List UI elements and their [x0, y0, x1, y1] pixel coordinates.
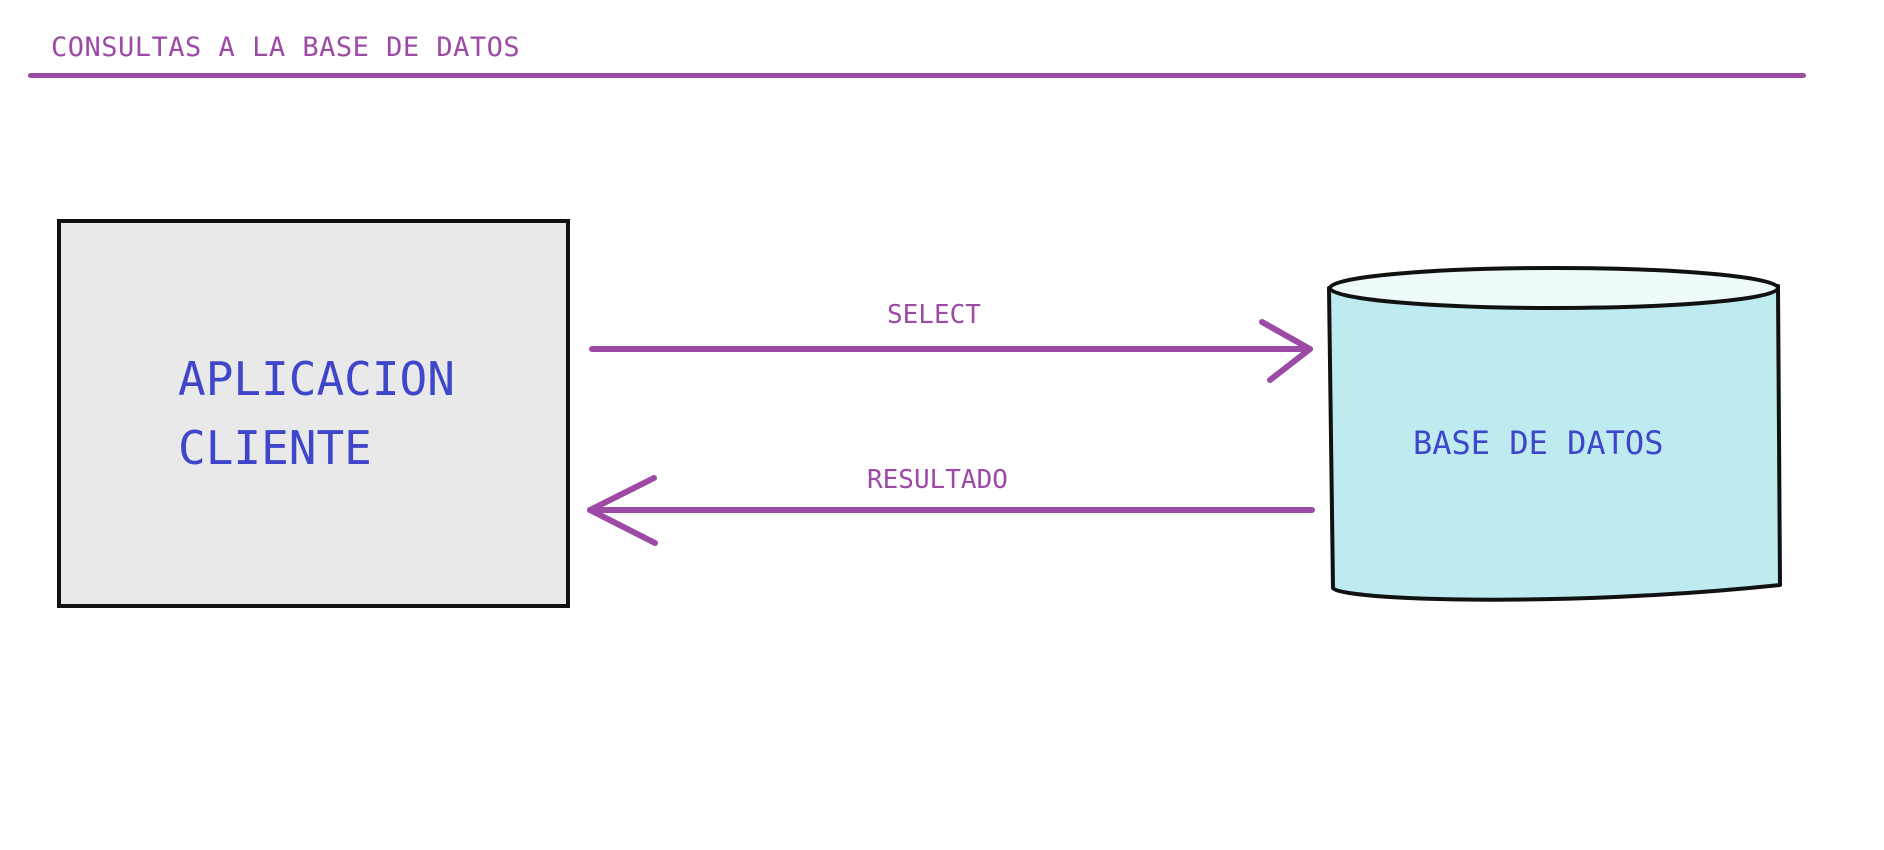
client-label-line1: APLICACION	[178, 352, 455, 406]
resultado-arrow-head	[587, 475, 658, 546]
select-arrow-head	[1259, 319, 1313, 383]
client-application-box[interactable]: APLICACION CLIENTE	[57, 219, 570, 608]
page-title: CONSULTAS A LA BASE DE DATOS	[51, 32, 521, 63]
database-label: BASE DE DATOS	[1413, 424, 1664, 462]
database-top	[1328, 266, 1780, 310]
select-label: SELECT	[887, 300, 981, 330]
database-cylinder[interactable]	[1327, 266, 1782, 602]
select-arrow	[589, 319, 1313, 383]
client-label-line2: CLIENTE	[178, 421, 372, 475]
database-body	[1327, 284, 1782, 602]
title-underline	[28, 73, 1806, 78]
resultado-arrow	[587, 475, 1315, 546]
resultado-label: RESULTADO	[867, 465, 1008, 495]
client-label: APLICACION CLIENTE	[178, 345, 455, 483]
